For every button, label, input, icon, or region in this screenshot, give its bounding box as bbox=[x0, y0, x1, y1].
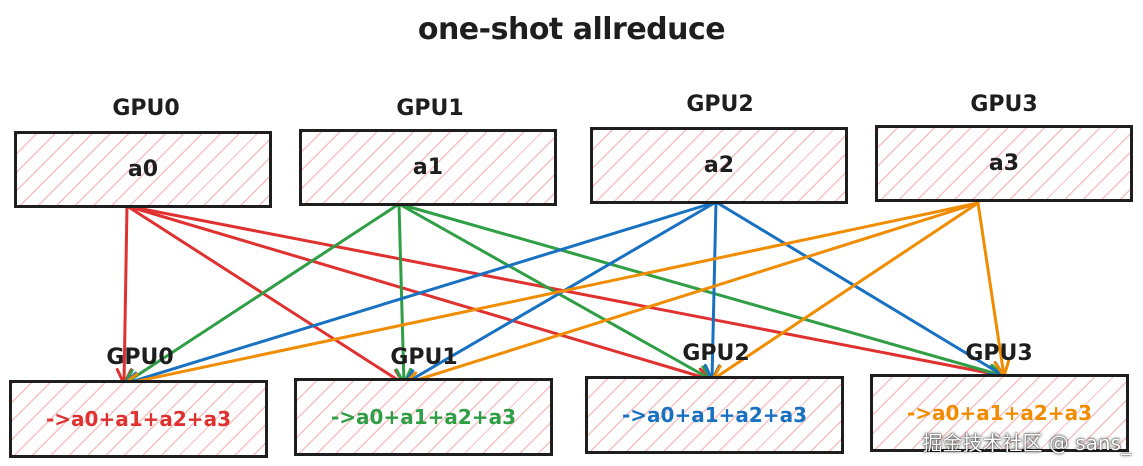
diagram-title: one-shot allreduce bbox=[417, 12, 726, 47]
bottom-gpu0-box: ->a0+a1+a2+a3 bbox=[9, 380, 268, 458]
bottom-gpu2-label: GPU2 bbox=[682, 341, 750, 366]
bottom-gpu0-value: ->a0+a1+a2+a3 bbox=[46, 407, 231, 431]
watermark: 掘金技术社区 @ sans_ bbox=[922, 431, 1132, 455]
bottom-gpu0-label: GPU0 bbox=[106, 345, 174, 370]
bottom-gpu1-box: ->a0+a1+a2+a3 bbox=[294, 378, 553, 456]
bottom-gpu1-label: GPU1 bbox=[390, 345, 458, 370]
top-gpu2-box: a2 bbox=[590, 127, 848, 204]
top-gpu3-label: GPU3 bbox=[970, 92, 1038, 117]
bottom-gpu2-value: ->a0+a1+a2+a3 bbox=[622, 403, 807, 427]
top-gpu1-label: GPU1 bbox=[396, 96, 464, 121]
bottom-gpu1-value: ->a0+a1+a2+a3 bbox=[331, 405, 516, 429]
arrow-gpu3-to-gpu3 bbox=[976, 201, 1011, 378]
top-gpu3-value: a3 bbox=[988, 151, 1020, 176]
bottom-gpu3-value: ->a0+a1+a2+a3 bbox=[907, 401, 1092, 425]
bottom-gpu2-box: ->a0+a1+a2+a3 bbox=[585, 376, 844, 454]
top-gpu0-value: a0 bbox=[127, 157, 159, 182]
top-gpu3-box: a3 bbox=[875, 125, 1133, 202]
top-gpu2-value: a2 bbox=[703, 153, 735, 178]
bottom-gpu3-box: ->a0+a1+a2+a3 bbox=[870, 374, 1129, 452]
top-gpu2-label: GPU2 bbox=[686, 92, 754, 117]
top-gpu1-box: a1 bbox=[299, 129, 557, 206]
top-gpu1-value: a1 bbox=[412, 155, 444, 180]
top-gpu0-box: a0 bbox=[14, 131, 272, 208]
bottom-gpu3-label: GPU3 bbox=[965, 341, 1033, 366]
top-gpu0-label: GPU0 bbox=[112, 96, 180, 121]
